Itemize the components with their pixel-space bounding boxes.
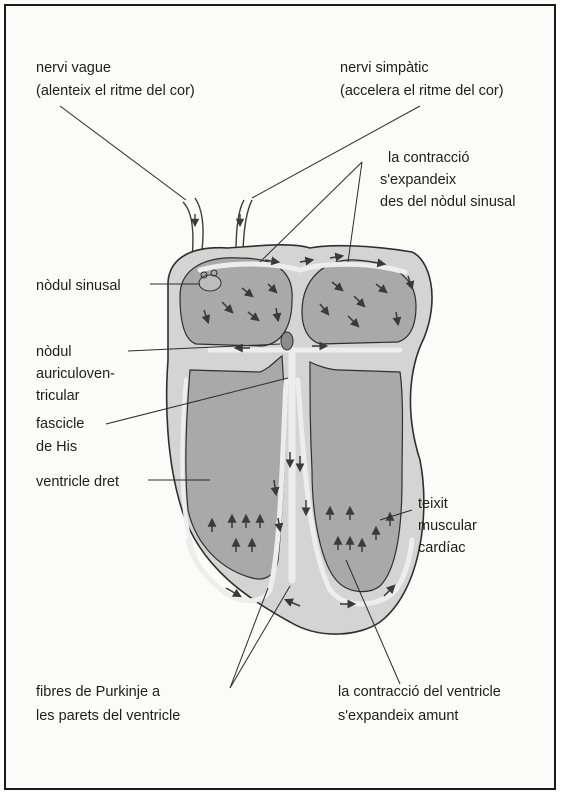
label-fascicle-his: fascicle de His bbox=[36, 416, 88, 455]
label-nodul-sinusal: nòdul sinusal bbox=[36, 278, 121, 294]
label-contraccio-sinusal: la contracció s'expandeix des del nòdul … bbox=[380, 150, 515, 210]
label-nodul-auriculoventricular: nòdul auriculoven- tricular bbox=[36, 344, 119, 404]
label-teixit-muscular: teixit muscular cardíac bbox=[418, 496, 481, 556]
right-atrium bbox=[180, 258, 292, 346]
left-ventricle bbox=[310, 362, 403, 592]
label-fibres-purkinje: fibres de Purkinje a les parets del vent… bbox=[36, 684, 180, 724]
label-nervi-simpatic: nervi simpàtic (accelera el ritme del co… bbox=[340, 60, 504, 99]
av-node bbox=[281, 332, 293, 350]
label-nervi-vague: nervi vague (alenteix el ritme del cor) bbox=[36, 60, 195, 99]
label-contraccio-ventricle: la contracció del ventricle s'expandeix … bbox=[338, 684, 505, 724]
label-ventricle-dret: ventricle dret bbox=[36, 474, 119, 490]
